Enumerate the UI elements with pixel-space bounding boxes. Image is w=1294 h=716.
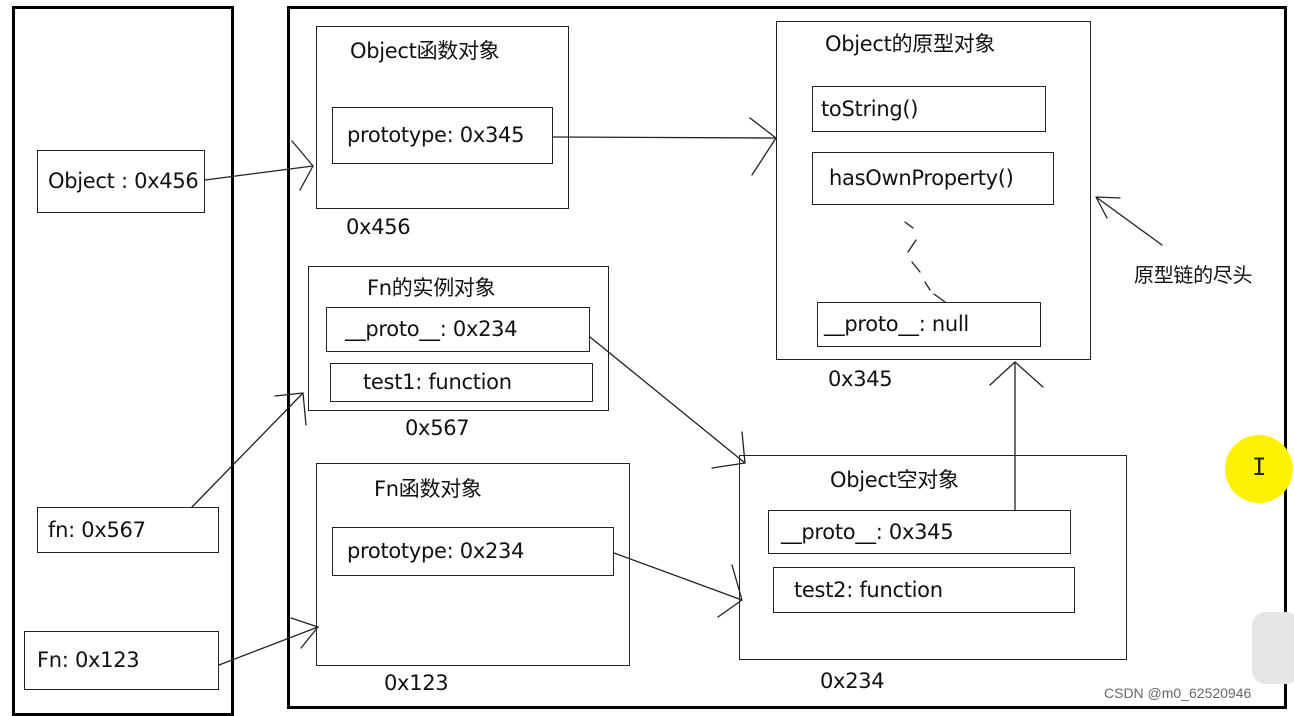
fn-instance-title: Fn的实例对象 [367, 276, 496, 300]
stack-Fn-var: Fn: 0x123 [24, 631, 219, 690]
object-empty-address: 0x234 [820, 669, 885, 693]
cursor-highlight [1225, 435, 1293, 503]
text-cursor-icon: I [1252, 453, 1267, 481]
stack-fn-var: fn: 0x567 [37, 507, 219, 553]
fn-instance-proto: __proto__: 0x234 [326, 307, 590, 352]
object-function-address: 0x456 [346, 215, 411, 239]
player-control-button[interactable] [1252, 612, 1294, 684]
object-prototype-title: Object的原型对象 [825, 32, 996, 56]
prototype-chain-end-label: 原型链的尽头 [1134, 263, 1253, 287]
fn-instance-address: 0x567 [405, 416, 470, 440]
heap-panel [287, 6, 1287, 709]
fn-instance-test1: test1: function [330, 363, 593, 402]
watermark: CSDN @m0_62520946 [1104, 685, 1252, 701]
fn-function-prototype: prototype: 0x234 [332, 527, 614, 576]
object-prototype-proto: __proto__: null [817, 302, 1041, 347]
fn-function-title: Fn函数对象 [374, 477, 482, 501]
object-empty-title: Object空对象 [830, 468, 959, 492]
object-prototype-hasownproperty: hasOwnProperty() [812, 152, 1054, 205]
object-prototype-address: 0x345 [828, 367, 893, 391]
stack-object-var: Object : 0x456 [37, 150, 205, 213]
object-prototype-tostring: toString() [812, 86, 1046, 132]
object-function-title: Object函数对象 [350, 39, 500, 63]
object-empty-test2: test2: function [773, 567, 1075, 613]
fn-function-address: 0x123 [384, 671, 449, 695]
object-empty-proto: __proto__: 0x345 [768, 510, 1071, 554]
object-function-prototype: prototype: 0x345 [332, 107, 553, 164]
stack-panel [12, 6, 234, 716]
